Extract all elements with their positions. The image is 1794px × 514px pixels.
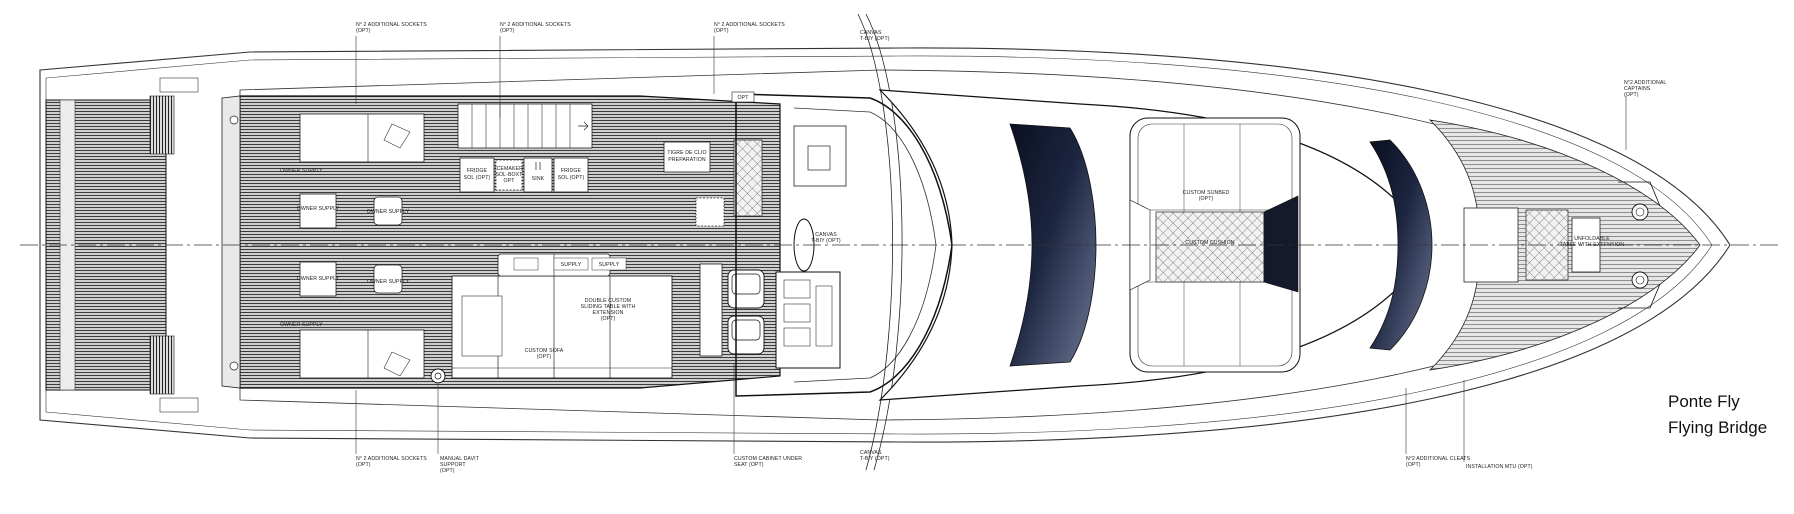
owner-supply-text-1: OWNER SUPPLY: [297, 206, 340, 212]
sink: [523, 157, 553, 193]
custom-sofa-label-1: CUSTOM SOFA: [525, 348, 564, 354]
opt-tag-box: [731, 91, 755, 103]
custom-cushion-label: CUSTOM CUSHION: [1185, 240, 1234, 246]
fridge-right-label-2: SOL (OPT): [558, 175, 585, 181]
custom-cushion-block: [733, 139, 763, 217]
supply-label-2: SUPPLY: [599, 262, 620, 268]
fridge-left-label-1: FRIDGE: [467, 168, 488, 174]
sunbed-label: CUSTOM SUNBED: [1183, 190, 1230, 196]
plan-title-line1: Ponte Fly: [1668, 392, 1740, 411]
windshield-aft: [1009, 123, 1097, 367]
callout-sockets-bottom-line1: N° 2 ADDITIONAL SOCKETS: [356, 456, 427, 462]
double-table-label-1: DOUBLE CUSTOM: [585, 298, 631, 304]
callout-sockets-top-1-line1: N° 2 ADDITIONAL SOCKETS: [356, 22, 427, 28]
double-table-label-3: EXTENSION: [593, 310, 624, 316]
supply-box-1: [553, 257, 589, 271]
double-table-label-4: (OPT): [601, 316, 616, 322]
icemaker: [495, 159, 523, 191]
preparation-counter: [663, 141, 725, 227]
icemaker-label-1: ICEMAKER: [495, 166, 523, 172]
owner-supply-text-2: OWNER SUPPLY: [367, 209, 410, 215]
owner-supply-4: [373, 264, 403, 294]
owner-supply-text-4: OWNER SUPPLY: [367, 279, 410, 285]
windshield-fwd: [1369, 139, 1433, 351]
callout-canvas-top-line1: CANVAS: [860, 30, 882, 36]
callout-captains-line1: N°2 ADDITIONAL: [1624, 80, 1666, 86]
callout-sockets-top-1-line2: (OPT): [356, 28, 371, 34]
fridge-right-label-1: FRIDGE: [561, 168, 582, 174]
canvas-center-label-2: T-BIY (OPT): [811, 238, 841, 244]
callout-cleats-line1: N°2 ADDITIONAL CLEATS: [1406, 456, 1471, 462]
callout-davit-line3: (OPT): [440, 468, 455, 474]
opt-tag: OPT: [738, 95, 750, 101]
callout-davit-line1: MANUAL DAVIT: [440, 456, 480, 462]
callout-canvas-bottom-line2: T-BIY (OPT): [860, 456, 890, 462]
callout-captains-line3: (OPT): [1624, 92, 1639, 98]
preparation-label-2: PREPARATION: [668, 157, 706, 163]
icemaker-label-2: SOL-BOXT: [495, 172, 523, 178]
helm-station: [699, 263, 841, 369]
galley-unit: [459, 157, 589, 193]
fridge-right: [553, 157, 589, 193]
sunbed-opt-label: (OPT): [1199, 196, 1214, 202]
plan-title-line2: Flying Bridge: [1668, 418, 1768, 437]
stairs: [457, 103, 593, 149]
fridge-left: [459, 157, 495, 193]
fridge-left-label-2: SOL (OPT): [464, 175, 491, 181]
callout-sockets-bottom-line2: (OPT): [356, 462, 371, 468]
canvas-center-label-1: CANVAS: [815, 232, 837, 238]
unfoldable-table-label-1: UNFOLDABLE: [1574, 236, 1610, 242]
owner-supply-2: [373, 196, 403, 226]
callout-davit-line2: SUPPORT: [440, 462, 466, 468]
canvas-arch: [793, 13, 903, 471]
callout-sockets-top-3-line1: N° 2 ADDITIONAL SOCKETS: [714, 22, 785, 28]
supply-label-1: SUPPLY: [561, 262, 582, 268]
icemaker-label-3: OPT: [504, 178, 516, 184]
callout-leaders: [355, 36, 1627, 462]
owner-supply-text-3: OWNER SUPPLY: [297, 276, 340, 282]
callout-captains-line2: CAPTAINS: [1624, 86, 1651, 92]
owner-supply-label-tl: OWNER SUPPLY: [280, 168, 323, 174]
aft-sofa-top: [299, 113, 425, 163]
callout-sockets-top-2-line2: (OPT): [500, 28, 515, 34]
sink-label: SINK: [532, 176, 545, 182]
double-table-label-2: SLIDING TABLE WITH: [581, 304, 636, 310]
callout-canvas-bottom-line1: CANVAS: [860, 450, 882, 456]
aft-sofa-bottom: [299, 329, 425, 379]
callout-sockets-top-2-line1: N° 2 ADDITIONAL SOCKETS: [500, 22, 571, 28]
callout-sockets-top-3-line2: (OPT): [714, 28, 729, 34]
callout-cleats-line2: (OPT): [1406, 462, 1421, 468]
callout-canvas-top-line2: T-BIY (OPT): [860, 36, 890, 42]
callout-mtu: INSTALLATION MTU (OPT): [1466, 464, 1533, 470]
callout-cabinet-line2: SEAT (OPT): [734, 462, 764, 468]
custom-sofa: [451, 275, 673, 379]
owner-supply-3: [299, 261, 337, 297]
owner-supply-1: [299, 193, 337, 229]
preparation-label-1: TIGRE DE CLIO: [667, 150, 706, 156]
custom-sofa-label-2: (OPT): [537, 354, 552, 360]
callout-cabinet-line1: CUSTOM CABINET UNDER: [734, 456, 802, 462]
supply-box-2: [591, 257, 627, 271]
owner-supply-label-bl: OWNER SUPPLY: [280, 322, 323, 328]
